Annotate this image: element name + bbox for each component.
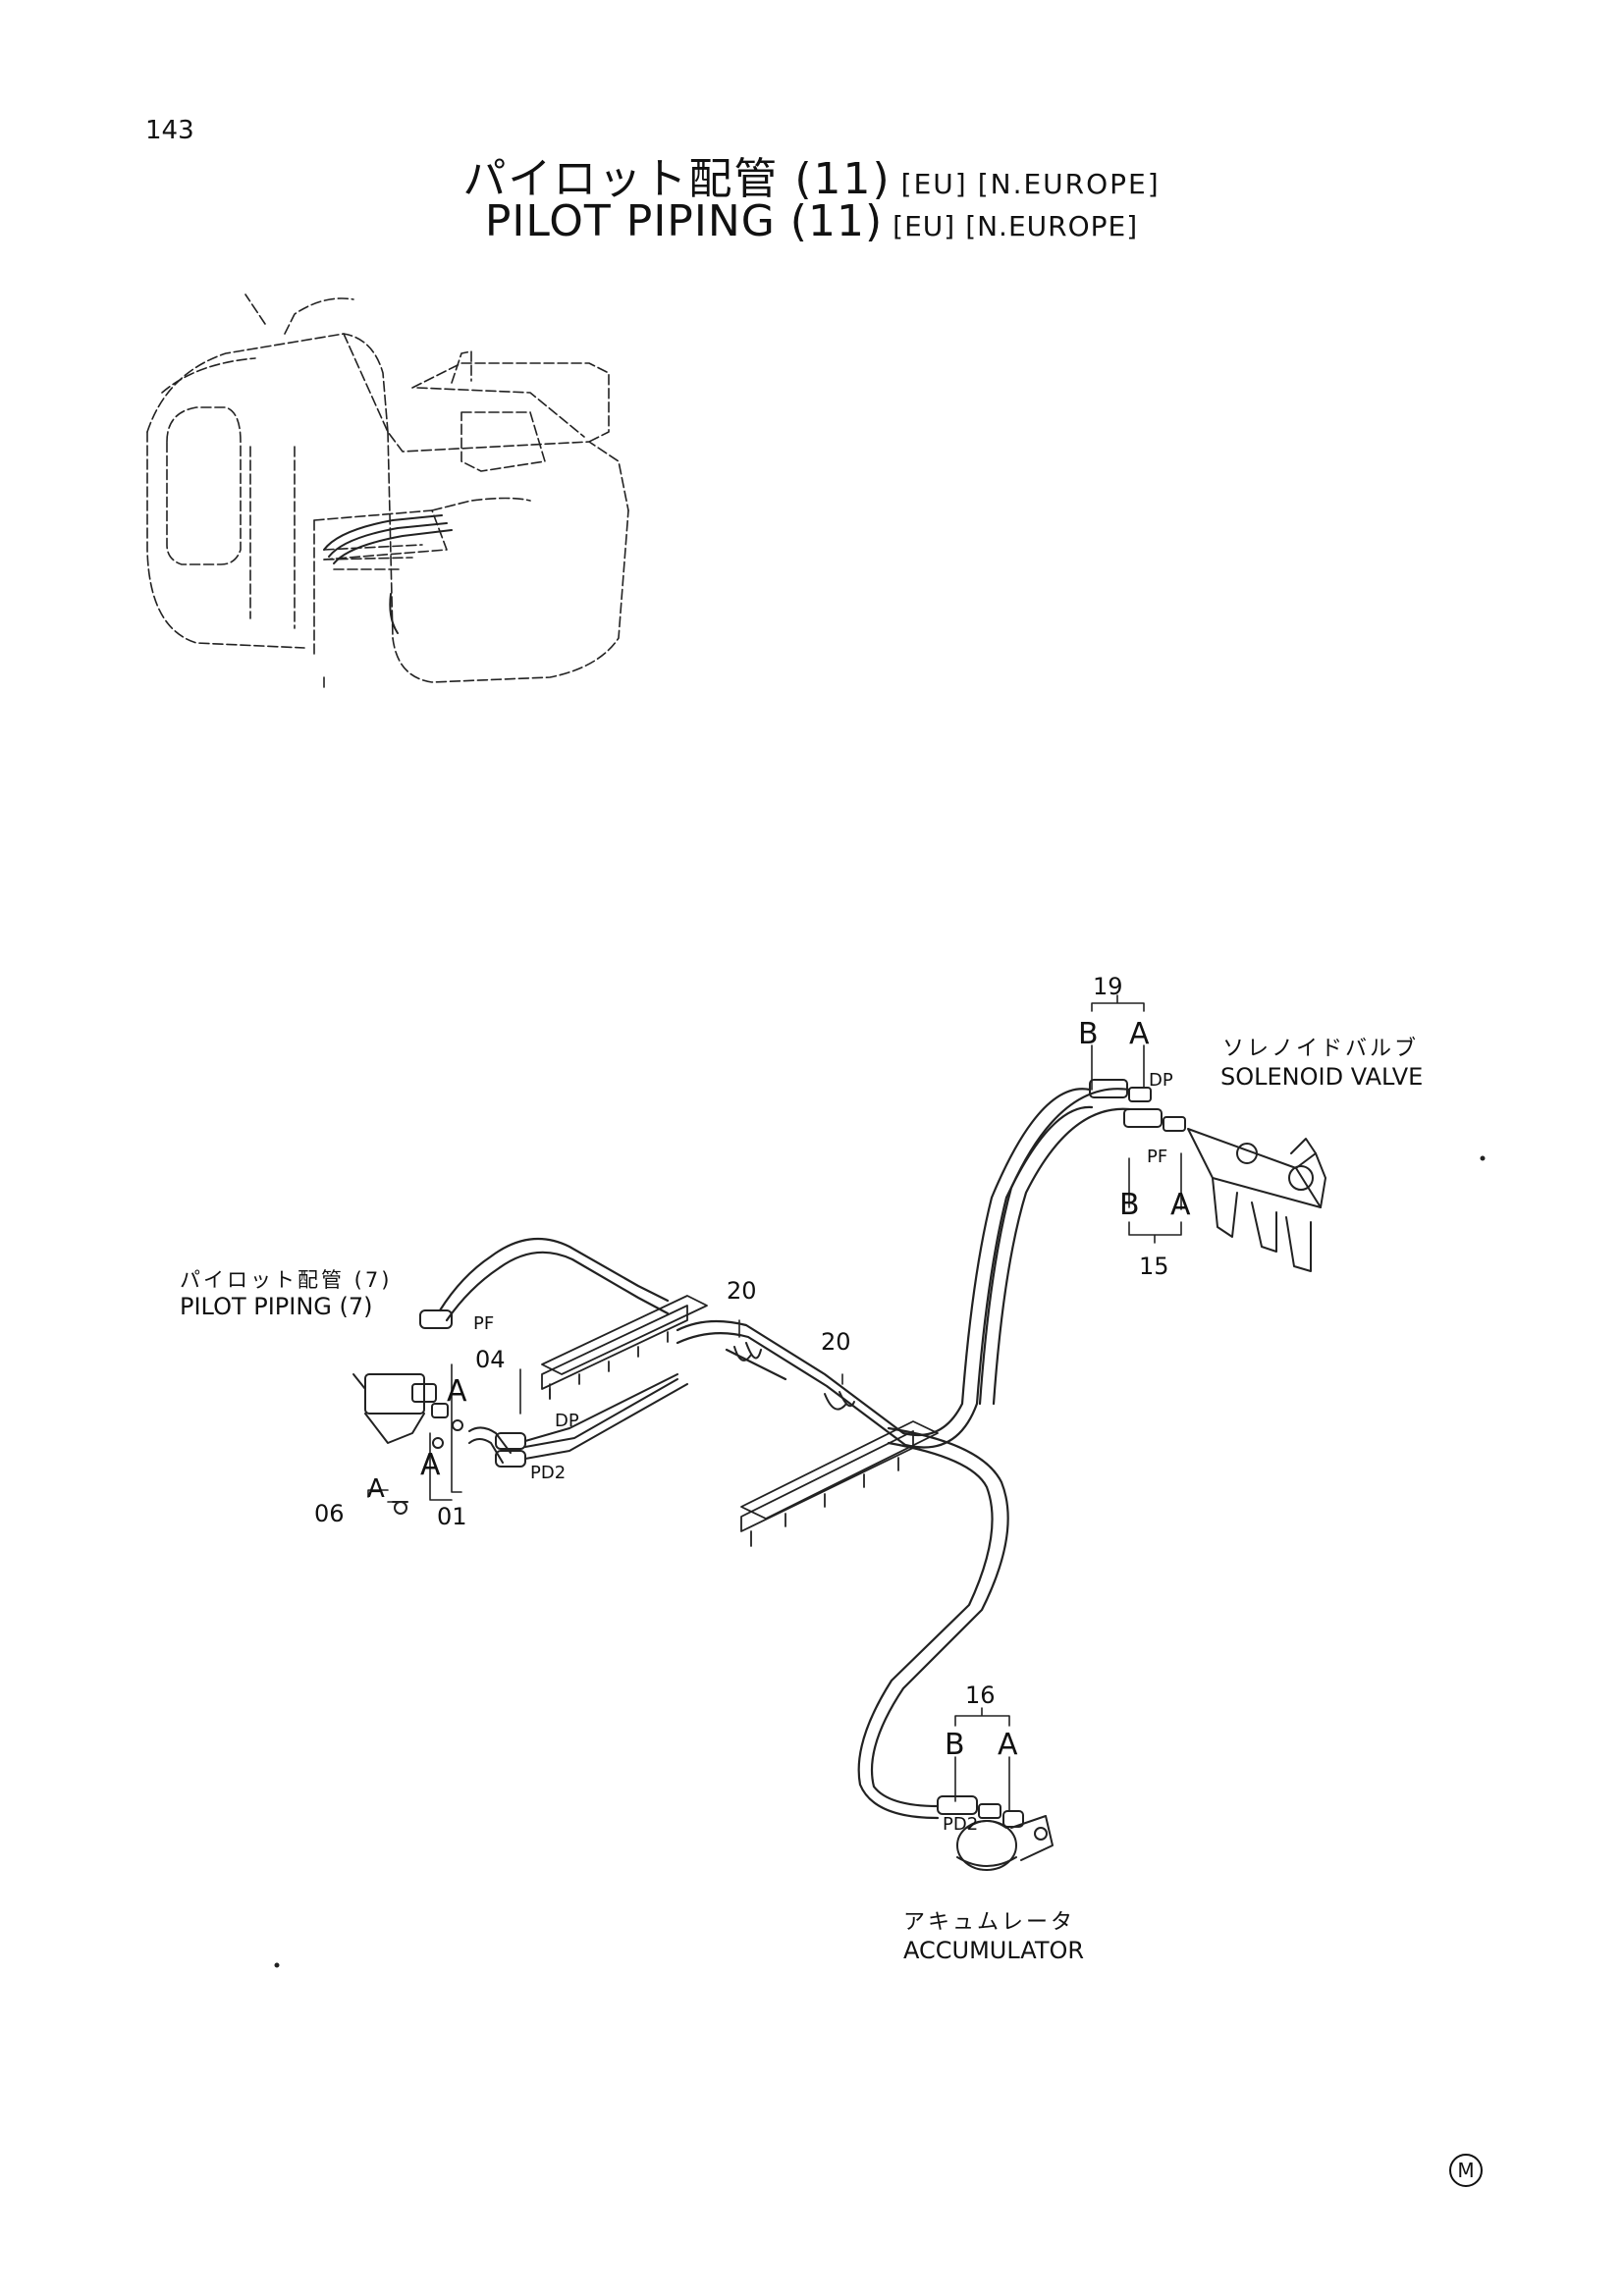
page-number: 143 [145, 116, 194, 145]
circled-m-mark: M [1449, 2154, 1483, 2187]
label-accumulator: ACCUMULATOR [903, 1937, 1085, 1964]
label-pilot-piping: PILOT PIPING (7) [180, 1293, 373, 1320]
hose-to-solenoid-valve [676, 1088, 1131, 1449]
title-japanese: パイロット配管 (11)[EU] [N.EUROPE] [0, 143, 1623, 206]
callout-04: 04 [475, 1346, 506, 1373]
callout-16-a: A [998, 1728, 1018, 1762]
port-dp-top: DP [1149, 1070, 1173, 1091]
title-en-text: PILOT PIPING (11) [484, 196, 884, 246]
title-english: PILOT PIPING (11) [EU] [N.EUROPE] [0, 196, 1623, 246]
excavator-hose-bundle [323, 514, 453, 634]
callout-brackets [367, 994, 1182, 1812]
callout-20-left: 20 [727, 1277, 757, 1305]
callout-01: 01 [437, 1503, 467, 1530]
callout-06-a: A [367, 1474, 385, 1504]
clamp-20-left [733, 1342, 762, 1362]
callout-19-a: A [1129, 1017, 1150, 1051]
tag-eu: [EU] [900, 168, 968, 200]
hose-fittings-top [1089, 1079, 1186, 1132]
scan-speck-2 [274, 1962, 280, 1968]
label-pilot-piping-jp: パイロット配管 (7) [180, 1268, 393, 1292]
label-solenoid-valve-jp: ソレノイドバルブ [1222, 1037, 1420, 1061]
title-jp-text: パイロット配管 (11) [462, 154, 892, 204]
port-pf-left: PF [473, 1313, 495, 1334]
callout-15-a: A [1170, 1188, 1191, 1222]
callout-04-a: A [447, 1374, 467, 1409]
label-solenoid-valve: SOLENOID VALVE [1220, 1063, 1424, 1091]
port-pd2-accumulator: PD2 [943, 1814, 979, 1835]
fittings-left [352, 1309, 688, 1515]
tag-region-2: [N.EUROPE] [965, 210, 1139, 242]
upper-rail-frame [541, 1295, 708, 1400]
scan-speck [1480, 1155, 1486, 1161]
port-pf-top: PF [1147, 1147, 1168, 1167]
tag-eu-2: [EU] [893, 210, 956, 242]
excavator-overview-illustration [146, 294, 629, 688]
pilot-pipe-left [438, 1237, 670, 1322]
label-accumulator-jp: アキュムレータ [903, 1910, 1076, 1935]
callout-16: 16 [965, 1682, 996, 1709]
accumulator-illustration [956, 1815, 1054, 1871]
lower-rail-frame [740, 1420, 939, 1547]
port-dp-left: DP [555, 1411, 579, 1431]
clamp-20-right [824, 1391, 855, 1411]
tag-region: [N.EUROPE] [977, 168, 1161, 200]
callout-15: 15 [1139, 1253, 1169, 1280]
hose-to-accumulator [857, 1426, 1009, 1820]
callout-19-b: B [1078, 1017, 1099, 1051]
callout-01-a: A [420, 1448, 441, 1482]
callout-20-right: 20 [821, 1328, 851, 1356]
port-pd2-left: PD2 [530, 1463, 567, 1483]
callout-16-b: B [945, 1728, 965, 1762]
callout-15-b: B [1119, 1188, 1140, 1222]
callout-06: 06 [314, 1500, 345, 1527]
solenoid-valve-illustration [1187, 1128, 1326, 1272]
callout-19: 19 [1093, 973, 1123, 1000]
